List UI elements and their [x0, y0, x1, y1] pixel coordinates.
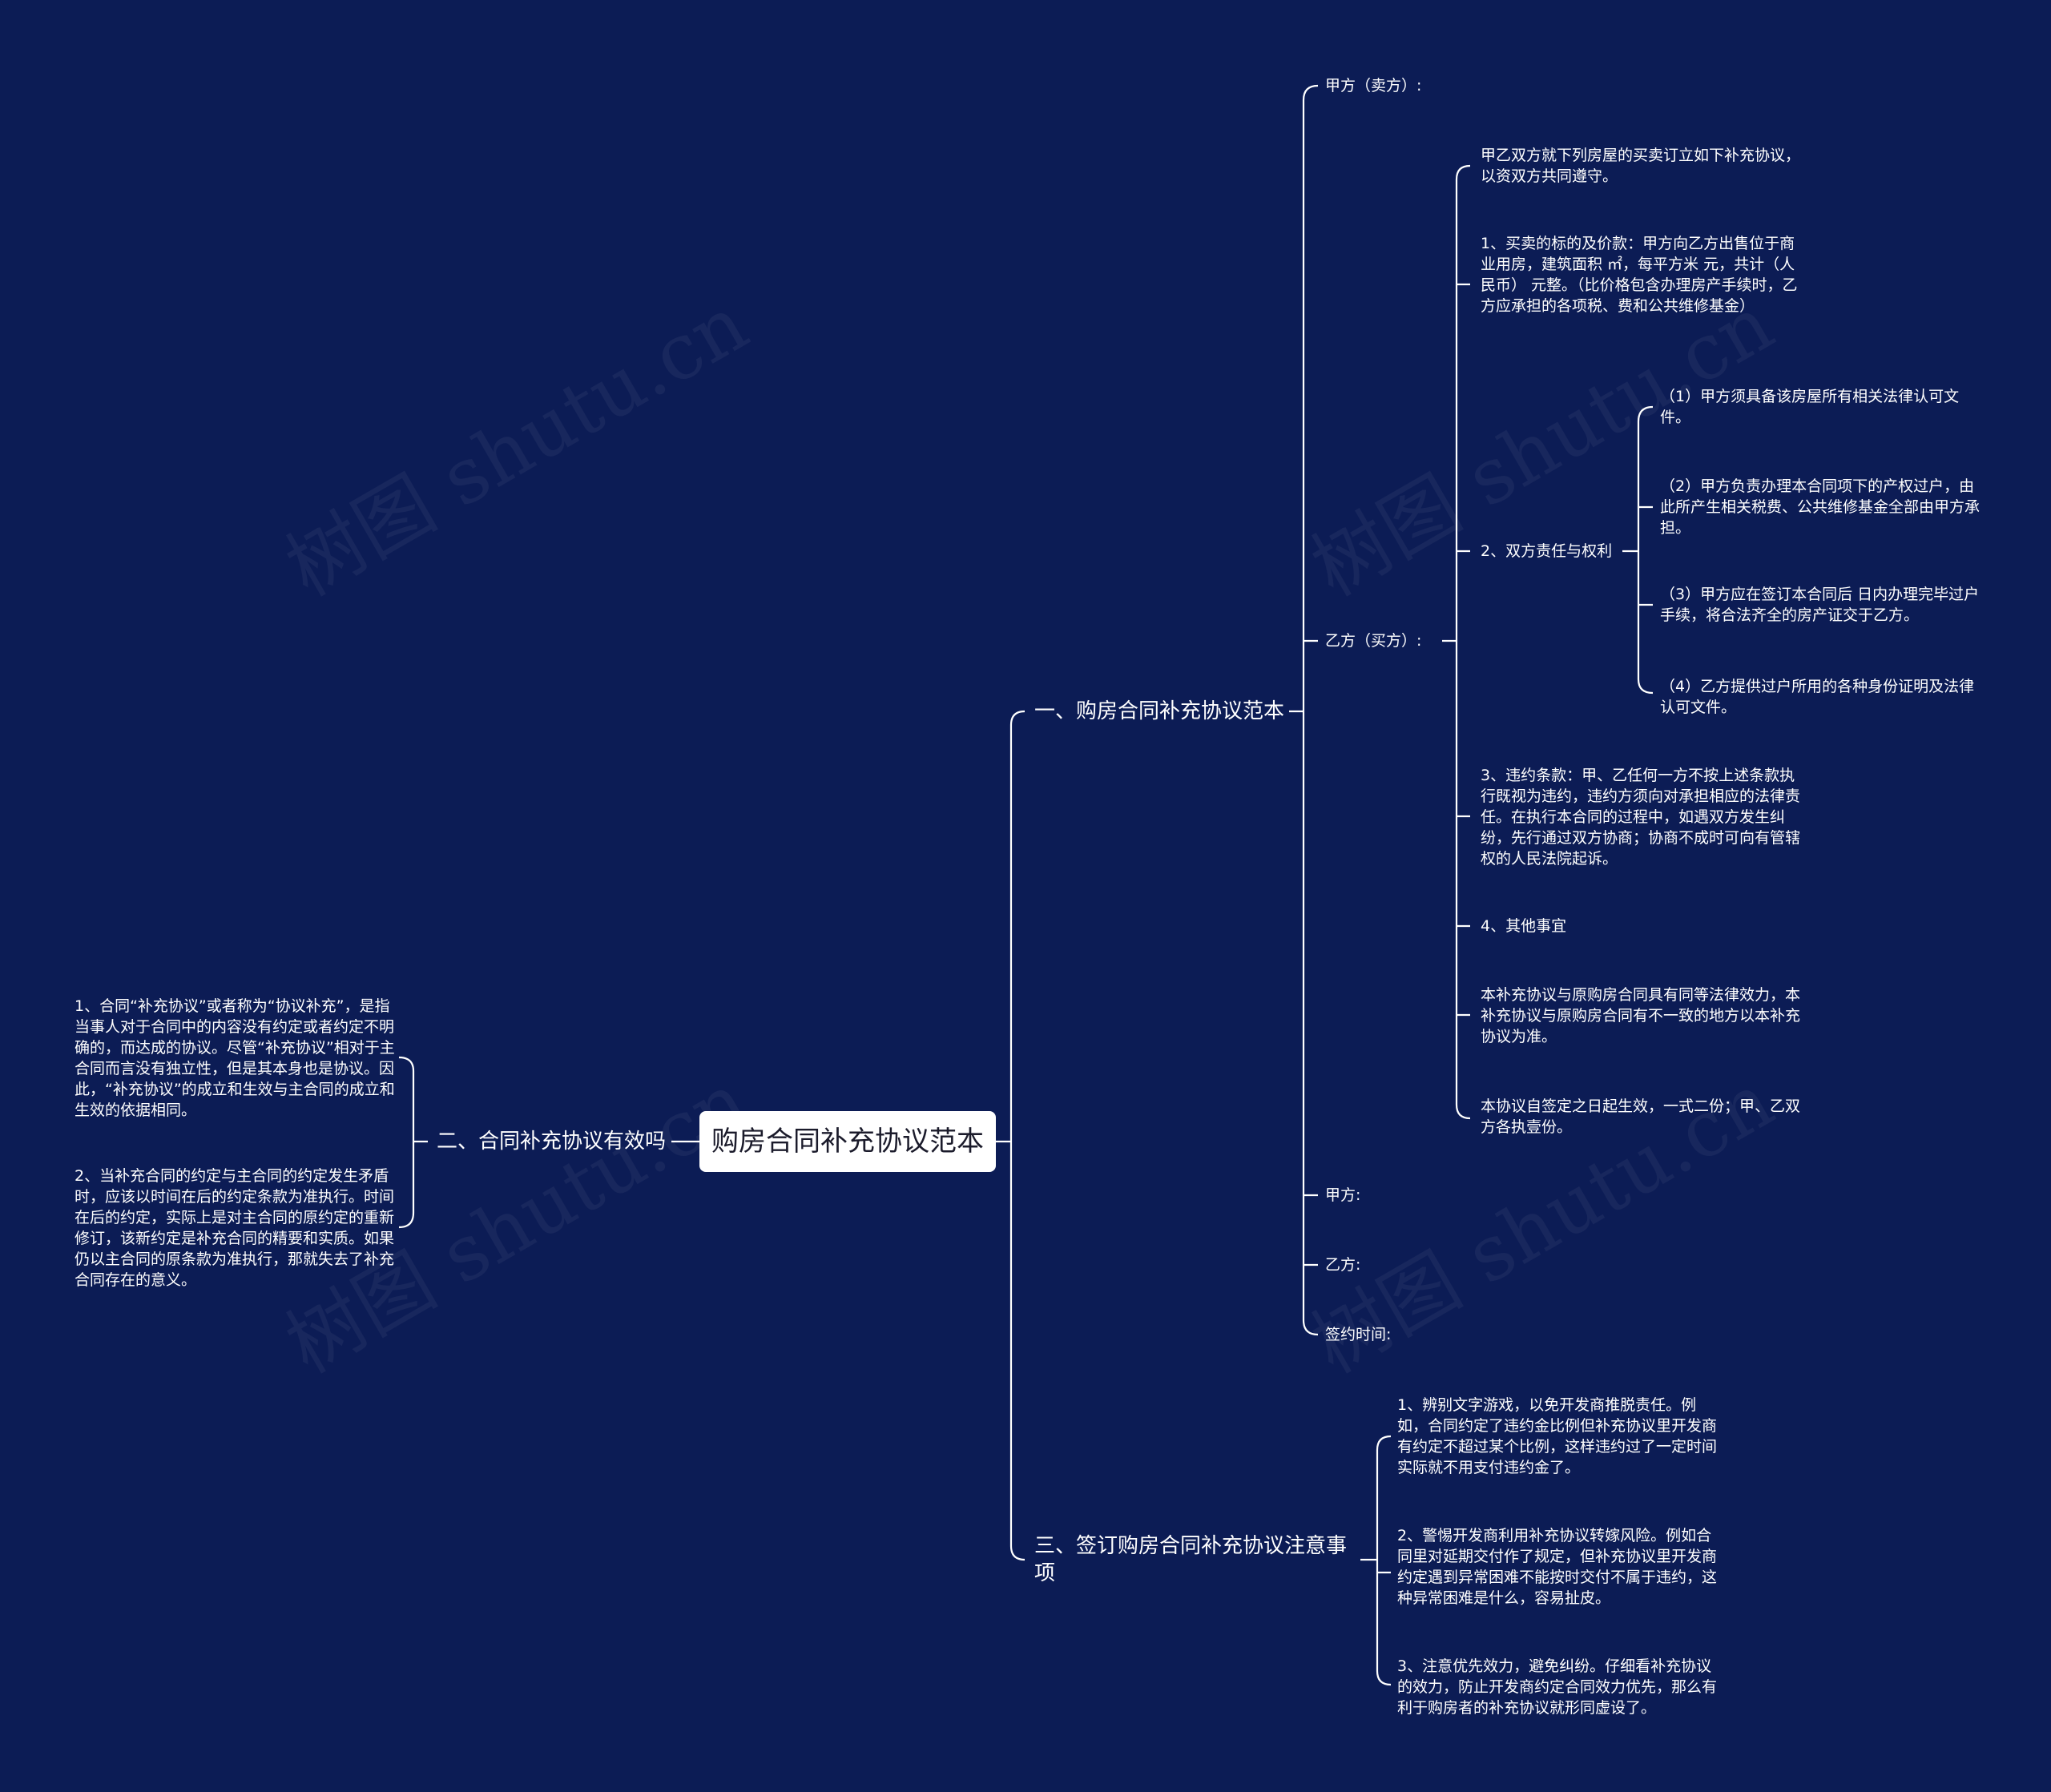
rights-item-4[interactable]: （4）乙方提供过户所用的各种身份证明及法律认可文件。 [1660, 678, 1975, 716]
connector-b2-children [398, 1056, 415, 1229]
b2-item-2[interactable]: 2、当补充合同的约定与主合同的约定发生矛盾时，应该以时间在后的约定条款为准执行。… [75, 1167, 395, 1289]
b2-item-1[interactable]: 1、合同“补充协议”或者称为“协议补充”，是指当事人对于合同中的内容没有约定或者… [75, 997, 395, 1119]
node-sign-time[interactable]: 签约时间: [1325, 1326, 1392, 1343]
b3-item-3[interactable]: 3、注意优先效力，避免纠纷。仔细看补充协议的效力，防止开发商约定合同效力优先，那… [1397, 1657, 1718, 1717]
yifang-item-intro[interactable]: 甲乙双方就下列房屋的买卖订立如下补充协议，以资双方共同遵守。 [1481, 147, 1801, 185]
b3-item-2[interactable]: 2、警惕开发商利用补充协议转嫁风险。例如合同里对延期交付作了规定，但补充协议里开… [1397, 1527, 1718, 1607]
branch-2-topic[interactable]: 二、合同补充协议有效吗 [437, 1130, 667, 1154]
node-sign-jia[interactable]: 甲方: [1325, 1186, 1361, 1204]
yifang-item-other[interactable]: 4、其他事宜 [1481, 917, 1567, 935]
yifang-item-price[interactable]: 1、买卖的标的及价款：甲方向乙方出售位于商业用房，建筑面积 ㎡，每平方米 元，共… [1481, 235, 1798, 315]
node-jiafang[interactable]: 甲方（卖方）: [1325, 77, 1422, 95]
connector-yifang-children [1455, 164, 1471, 1120]
yifang-item-validity[interactable]: 本补充协议与原购房合同具有同等法律效力，本补充协议与原购房合同有不一致的地方以本… [1481, 986, 1801, 1045]
rights-item-1[interactable]: （1）甲方须具备该房屋所有相关法律认可文件。 [1660, 388, 1960, 426]
node-sign-yi[interactable]: 乙方: [1325, 1256, 1361, 1274]
yifang-item-effective[interactable]: 本协议自签定之日起生效，一式二份；甲、乙双方各执壹份。 [1481, 1097, 1801, 1136]
connector-trunk [1009, 710, 1026, 1561]
rights-item-3[interactable]: （3）甲方应在签订本合同后 日内办理完毕过户手续，将合法齐全的房产证交于乙方。 [1660, 586, 1980, 624]
yifang-item-rights[interactable]: 2、双方责任与权利 [1481, 542, 1613, 560]
rights-item-2[interactable]: （2）甲方负责办理本合同项下的产权过户，由此所产生相关税费、公共维修基金全部由甲… [1660, 477, 1980, 537]
connector-b3-children [1376, 1435, 1392, 1686]
yifang-item-breach[interactable]: 3、违约条款：甲、乙任何一方不按上述条款执行既视为违约，违约方须向对承担相应的法… [1481, 767, 1801, 868]
node-yifang[interactable]: 乙方（买方）: [1325, 632, 1422, 650]
branch-1-topic[interactable]: 一、购房合同补充协议范本 [1034, 699, 1285, 723]
connector-rights-children [1637, 405, 1654, 695]
root-topic[interactable]: 购房合同补充协议范本 [699, 1111, 996, 1172]
branch-3-topic[interactable]: 三、签订购房合同补充协议注意事项 [1034, 1534, 1348, 1585]
connector-b1-children [1302, 84, 1319, 1336]
b3-item-1[interactable]: 1、辨别文字游戏，以免开发商推脱责任。例如，合同约定了违约金比例但补充协议里开发… [1397, 1396, 1718, 1476]
